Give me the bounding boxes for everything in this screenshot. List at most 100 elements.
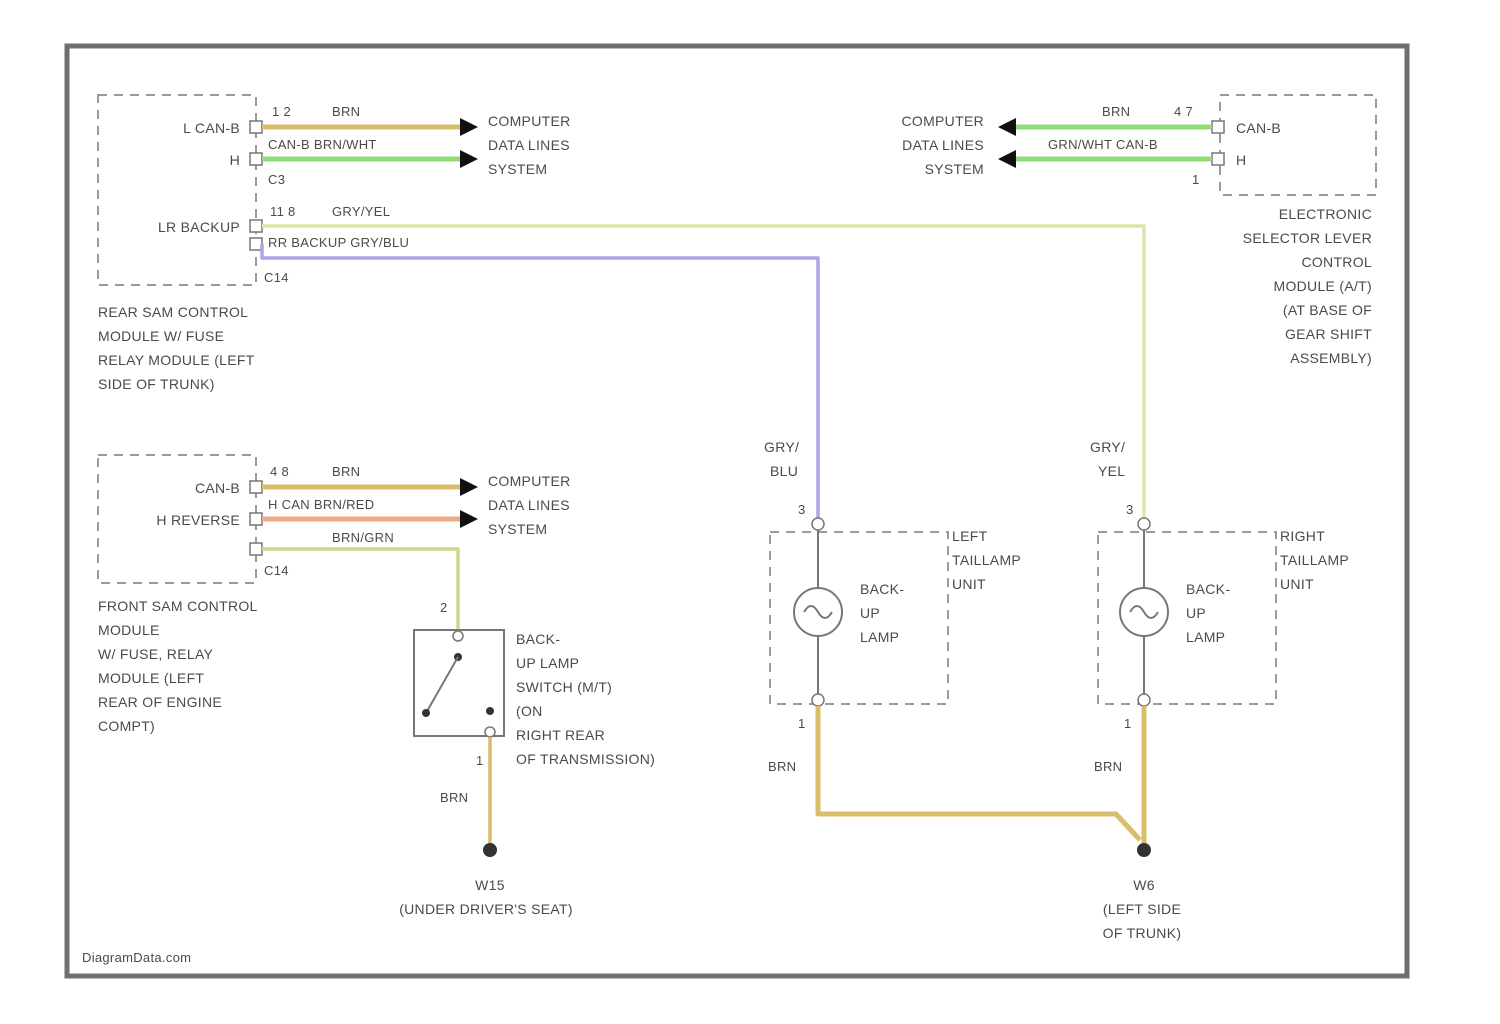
rear-sam-can-label: CAN-B BRN/WHT [268, 137, 377, 152]
backup-switch: 2 1 BACK- UP LAMP SWITCH (M/T) (ON RIGHT… [414, 600, 655, 768]
switch-pin-2 [453, 631, 463, 641]
selector-top-num: 4 7 [1174, 104, 1193, 119]
selector-pin-canb: CAN-B [1236, 120, 1281, 136]
front-sam-conn: C14 [264, 563, 289, 578]
cdl-label-front: COMPUTER DATA LINES SYSTEM [488, 473, 571, 537]
ground-w15-icon [483, 843, 497, 857]
left-tail-pin-bottom: 1 [798, 716, 806, 731]
rear-sam-pin-lr-backup: LR BACKUP [158, 219, 240, 235]
svg-text:DATA LINES: DATA LINES [488, 497, 570, 513]
right-taillamp: GRY/ YEL 3 1 BACK- UP LAMP RIGHT TAILLAM… [1090, 439, 1349, 774]
rear-sam-backup-color: GRY/YEL [332, 204, 390, 219]
rear-sam-pin-1 [250, 121, 262, 133]
front-sam-pin-1 [250, 481, 262, 493]
left-tail-desc-1: LEFT [952, 528, 988, 544]
front-sam-mid-color: BRN/GRN [332, 530, 394, 545]
switch-desc-2: UP LAMP [516, 655, 579, 671]
left-tail-pin-1 [812, 694, 824, 706]
rear-sam-top-color: BRN [332, 104, 360, 119]
ground-w6-icon [1137, 843, 1151, 857]
selector-desc-7: ASSEMBLY) [1290, 350, 1372, 366]
right-tail-wire-color-2: YEL [1098, 463, 1125, 479]
arrow-selector-2 [998, 150, 1016, 168]
selector-pin-1 [1212, 121, 1224, 133]
front-sam-desc-6: COMPT) [98, 718, 155, 734]
rear-sam-top-num: 1 2 [272, 104, 291, 119]
right-tail-wire-color-1: GRY/ [1090, 439, 1125, 455]
left-tail-filament [804, 606, 832, 618]
rear-sam-pin-h: H [230, 152, 240, 168]
ground-w6: W6 (LEFT SIDE OF TRUNK) [1103, 843, 1182, 941]
selector-desc-5: (AT BASE OF [1283, 302, 1372, 318]
front-sam-module: CAN-B H REVERSE 4 8 BRN H CAN BRN/RED BR… [98, 455, 394, 734]
front-sam-pin-2 [250, 513, 262, 525]
left-tail-lamp-2: UP [860, 605, 880, 621]
rear-sam-pin-3 [250, 220, 262, 232]
front-sam-can-label: H CAN BRN/RED [268, 497, 374, 512]
switch-ground-wire-label: BRN [440, 790, 468, 805]
right-tail-lamp-1: BACK- [1186, 581, 1230, 597]
front-sam-desc-5: REAR OF ENGINE [98, 694, 222, 710]
svg-text:DATA LINES: DATA LINES [902, 137, 984, 153]
right-tail-pin-top: 3 [1126, 502, 1134, 517]
switch-pin-top: 2 [440, 600, 448, 615]
wire-gry-yel [262, 226, 1144, 518]
arrow-front-2 [460, 510, 478, 528]
front-sam-pin-3 [250, 543, 262, 555]
switch-contact-pivot [422, 709, 430, 717]
switch-pin-1 [485, 727, 495, 737]
switch-box [414, 630, 504, 736]
front-sam-pin-h-reverse: H REVERSE [156, 512, 240, 528]
switch-lever [426, 657, 458, 713]
rear-sam-pin-2 [250, 153, 262, 165]
rear-sam-module: L CAN-B H LR BACKUP 1 2 BRN CAN-B BRN/WH… [98, 95, 409, 392]
left-tail-wire-color-2: BLU [770, 463, 798, 479]
selector-pin-h: H [1236, 152, 1246, 168]
front-sam-pin-canb: CAN-B [195, 480, 240, 496]
left-tail-pin-3 [812, 518, 824, 530]
ground-w15: W15 (UNDER DRIVER'S SEAT) [399, 843, 573, 917]
selector-desc-6: GEAR SHIFT [1285, 326, 1372, 342]
svg-text:COMPUTER: COMPUTER [488, 113, 571, 129]
left-tail-wire-color-1: GRY/ [764, 439, 799, 455]
switch-contact-bottom [486, 707, 494, 715]
right-tail-ground-wire: BRN [1094, 759, 1122, 774]
switch-desc-1: BACK- [516, 631, 560, 647]
right-tail-filament [1130, 606, 1158, 618]
arrow-selector-1 [998, 118, 1016, 136]
front-sam-desc-2: MODULE [98, 622, 160, 638]
rear-sam-conn1: C3 [268, 172, 285, 187]
switch-desc-4: (ON [516, 703, 543, 719]
left-taillamp: GRY/ BLU 3 1 BACK- UP LAMP LEFT TAILLAMP… [764, 439, 1021, 774]
cdl-label-selector: COMPUTER DATA LINES SYSTEM [901, 113, 984, 177]
right-tail-pin-bottom: 1 [1124, 716, 1132, 731]
cdl-label-rear: COMPUTER DATA LINES SYSTEM [488, 113, 571, 177]
switch-desc-6: OF TRANSMISSION) [516, 751, 655, 767]
ground-w15-desc: (UNDER DRIVER'S SEAT) [399, 901, 573, 917]
arrow-rear-1 [460, 118, 478, 136]
svg-text:SYSTEM: SYSTEM [488, 161, 547, 177]
svg-text:COMPUTER: COMPUTER [488, 473, 571, 489]
svg-text:COMPUTER: COMPUTER [901, 113, 984, 129]
rear-sam-desc-3: RELAY MODULE (LEFT [98, 352, 255, 368]
selector-module: CAN-B H BRN 4 7 GRN/WHT CAN-B 1 ELECTRON… [1048, 95, 1376, 366]
front-sam-top-num: 4 8 [270, 464, 289, 479]
right-tail-desc-1: RIGHT [1280, 528, 1325, 544]
right-tail-lamp-3: LAMP [1186, 629, 1225, 645]
ground-w6-desc-1: (LEFT SIDE [1103, 901, 1181, 917]
arrow-front-1 [460, 478, 478, 496]
selector-can-label: GRN/WHT CAN-B [1048, 137, 1158, 152]
ground-w6-desc-2: OF TRUNK) [1103, 925, 1182, 941]
ground-w6-id: W6 [1133, 877, 1155, 893]
selector-box [1220, 95, 1376, 195]
left-tail-lamp-1: BACK- [860, 581, 904, 597]
right-tail-pin-3 [1138, 518, 1150, 530]
rear-sam-pin-l-canb: L CAN-B [183, 120, 240, 136]
left-tail-desc-2: TAILLAMP [952, 552, 1021, 568]
svg-text:DATA LINES: DATA LINES [488, 137, 570, 153]
front-sam-desc-3: W/ FUSE, RELAY [98, 646, 214, 662]
front-sam-top-color: BRN [332, 464, 360, 479]
rear-sam-desc-2: MODULE W/ FUSE [98, 328, 224, 344]
rear-sam-conn2: C14 [264, 270, 289, 285]
wire-taillamp-ground [818, 706, 1140, 840]
